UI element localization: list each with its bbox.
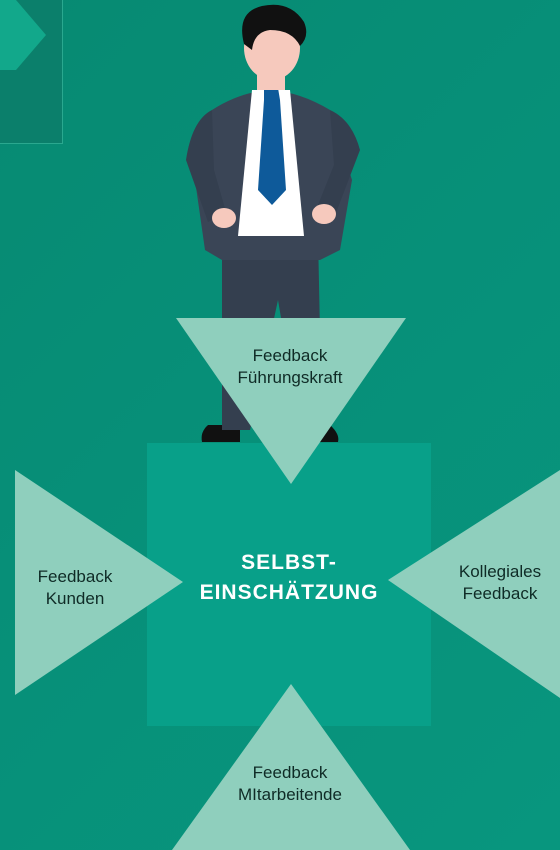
- kollegiales-feedback-label: Kollegiales Feedback: [440, 561, 560, 605]
- bottom-label-line1: Feedback: [252, 763, 328, 782]
- feedback-fuehrungskraft-label: Feedback Führungskraft: [220, 345, 360, 389]
- triangle-left: [15, 470, 183, 695]
- self-assessment-line1: SELBST-: [241, 551, 337, 574]
- feedback-mitarbeitende-label: Feedback MItarbeitende: [220, 762, 360, 806]
- self-assessment-line2: EINSCHÄTZUNG: [199, 581, 379, 604]
- corner-panel: [0, 0, 63, 144]
- next-arrow-icon[interactable]: [0, 0, 46, 70]
- right-label-line1: Kollegiales: [458, 562, 542, 581]
- left-label-line1: Feedback: [37, 567, 113, 586]
- bottom-label-line2: MItarbeitende: [238, 785, 342, 804]
- left-label-line2: Kunden: [45, 589, 105, 608]
- triangle-bottom: [172, 684, 410, 850]
- triangle-top: [176, 318, 406, 484]
- self-assessment-label: SELBST- EINSCHÄTZUNG: [147, 548, 431, 608]
- self-assessment-box: [147, 443, 431, 726]
- right-label-line2: Feedback: [462, 584, 538, 603]
- triangle-right: [388, 470, 560, 698]
- top-label-line2: Führungskraft: [237, 368, 343, 387]
- feedback-kunden-label: Feedback Kunden: [20, 566, 130, 610]
- top-label-line1: Feedback: [252, 346, 328, 365]
